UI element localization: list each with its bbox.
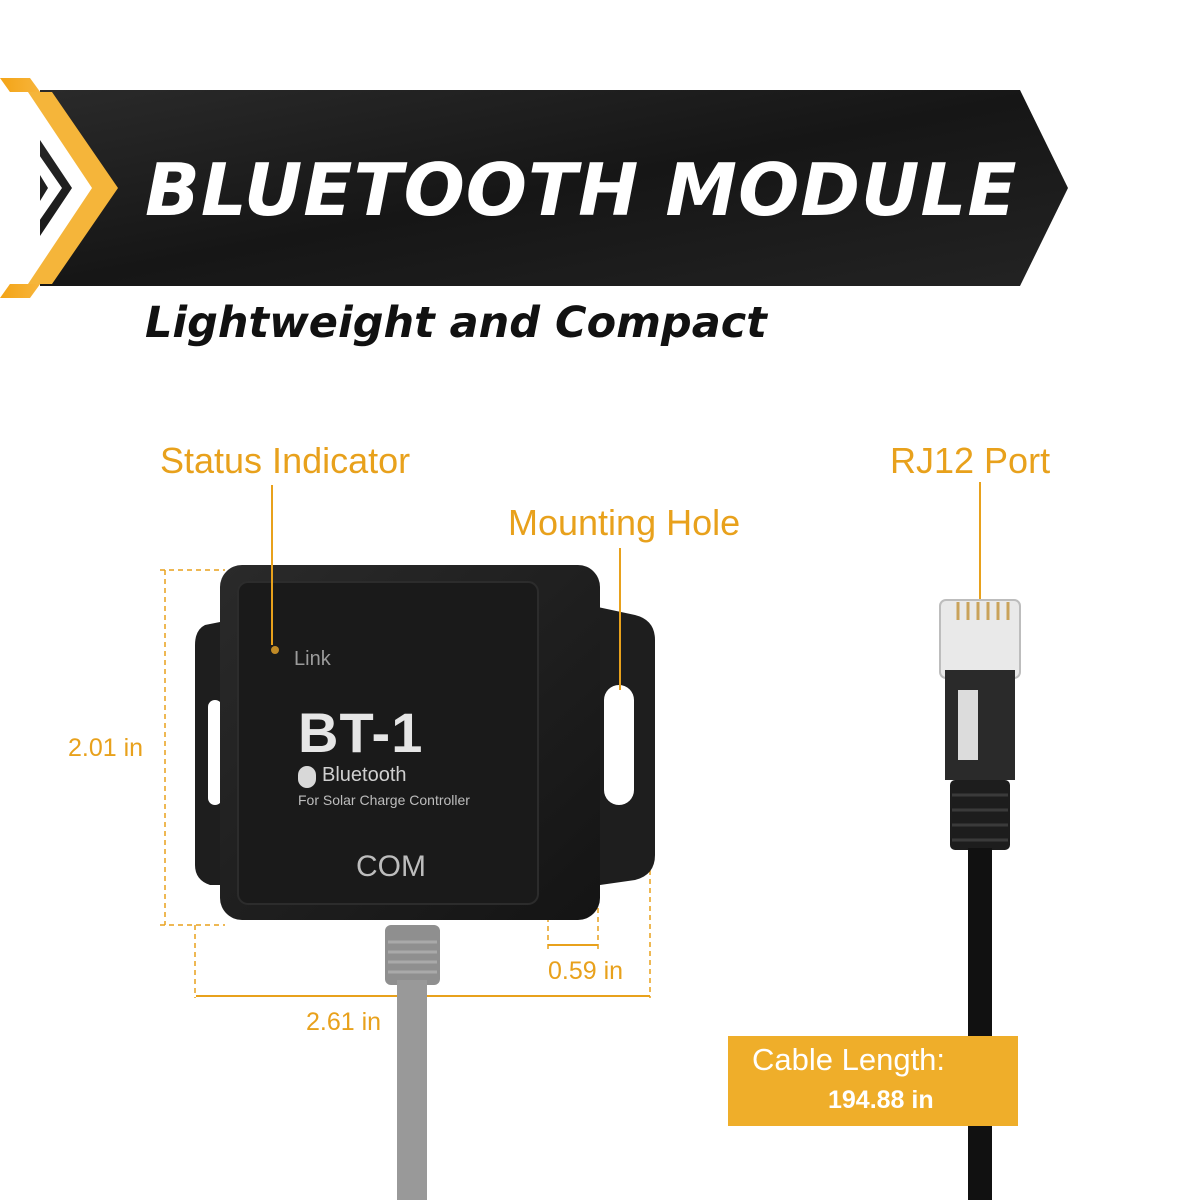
dimension-flange: 0.59 in [548, 957, 624, 985]
cable-black [968, 848, 992, 1200]
device-subtitle: For Solar Charge Controller [298, 792, 470, 808]
banner-subtitle: Lightweight and Compact [145, 298, 767, 348]
callout-mounting-hole: Mounting Hole [508, 502, 741, 543]
bluetooth-icon [298, 766, 316, 788]
cable-length-label: Cable Length: [752, 1042, 946, 1077]
banner-chevron-inner [0, 110, 62, 266]
cable-gray [397, 980, 427, 1200]
cable-length-box [728, 1036, 1018, 1126]
status-led [271, 646, 279, 654]
cable-gray-boot [385, 925, 440, 985]
device-port-label: COM [356, 850, 426, 883]
dimension-width: 2.61 in [306, 1008, 382, 1036]
mounting-hole [604, 685, 634, 805]
callout-status-indicator: Status Indicator [160, 440, 411, 481]
device-bluetooth-label: Bluetooth [322, 764, 407, 786]
dimension-height: 2.01 in [68, 734, 144, 762]
device-model: BT-1 [298, 701, 424, 764]
device-link-label: Link [294, 648, 331, 670]
cable-length-value: 194.88 in [828, 1086, 934, 1114]
callout-rj12-port: RJ12 Port [890, 440, 1051, 481]
banner-chevron-gap [8, 92, 92, 284]
banner-shape-fill [40, 90, 1068, 286]
banner-chevron-mid [28, 92, 118, 284]
banner-title: BLUETOOTH MODULE [145, 148, 1018, 232]
